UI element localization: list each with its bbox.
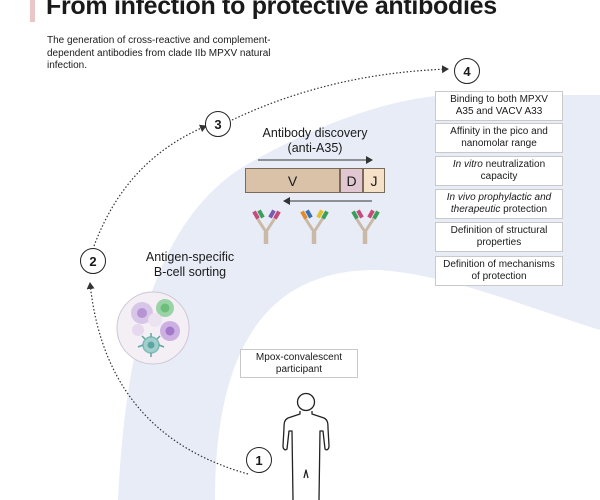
- convalescent-line2: participant: [275, 364, 323, 375]
- outcome-box-mechanisms: Definition of mechanisms of protection: [435, 256, 563, 286]
- step-2-badge: 2: [80, 248, 106, 274]
- person-icon: [282, 392, 330, 500]
- outcome-box-neutralization: In vitro neutralization capacity: [435, 156, 563, 186]
- outcome-protection-italic2: therapeutic: [450, 204, 501, 215]
- step-3-badge: 3: [205, 111, 231, 137]
- outcome-box-affinity: Affinity in the pico and nanomolar range: [435, 123, 563, 153]
- outcome-neutralization-line1: In vitro neutralization: [439, 159, 559, 171]
- b-cell-sorting-line1: Antigen-specific: [145, 250, 235, 264]
- outcome-mechanisms-line2: of protection: [471, 271, 527, 282]
- outcome-mechanisms-line1: Definition of mechanisms: [443, 259, 555, 270]
- outcome-neutralization-rest: neutralization: [482, 159, 546, 170]
- antibody-icon: [351, 209, 380, 244]
- antibody-discovery-line2: (anti-A35): [287, 141, 343, 155]
- outcome-box-binding: Binding to both MPXV A35 and VACV A33: [435, 91, 563, 121]
- convalescent-line1: Mpox-convalescent: [255, 352, 343, 363]
- outcome-protection-line1: In vivo prophylactic and: [439, 192, 559, 204]
- outcome-structural-line2: properties: [476, 237, 522, 248]
- title-accent-bar: [30, 0, 35, 22]
- outcome-protection-rest: protection: [500, 204, 548, 215]
- outcome-binding-line2: A35 and VACV A33: [455, 106, 543, 117]
- arrow-2-to-3: [93, 124, 207, 247]
- outcome-structural-line1: Definition of structural: [450, 225, 548, 236]
- cell-plate-icon: [116, 291, 190, 365]
- outcome-box-structural: Definition of structural properties: [435, 222, 563, 252]
- antibody-icon: [300, 209, 329, 244]
- outcome-protection-line2: therapeutic protection: [439, 204, 559, 216]
- page-subtitle: The generation of cross-reactive and com…: [47, 35, 271, 71]
- step-4-badge: 4: [454, 58, 480, 84]
- j-segment: J: [363, 168, 385, 193]
- antibody-discovery-label: Antibody discovery (anti-A35): [245, 126, 385, 156]
- d-segment: D: [340, 168, 363, 193]
- antibody-discovery-line1: Antibody discovery: [262, 126, 368, 140]
- outcome-neutralization-italic: In vitro: [452, 159, 483, 170]
- outcome-box-protection: In vivo prophylactic and therapeutic pro…: [435, 189, 563, 219]
- b-cell-sorting-label: Antigen-specific B-cell sorting: [130, 250, 250, 280]
- convalescent-participant-box: Mpox-convalescent participant: [240, 349, 358, 378]
- outcome-binding-line1: Binding to both MPXV: [450, 94, 548, 105]
- outcome-neutralization-line2: capacity: [480, 171, 518, 182]
- outcome-protection-italic1: In vivo prophylactic and: [446, 192, 552, 203]
- outcome-affinity-line2: nanomolar range: [461, 138, 537, 149]
- page-title: From infection to protective antibodies: [46, 0, 497, 20]
- v-segment: V: [245, 168, 340, 193]
- outcome-affinity-line1: Affinity in the pico and: [450, 126, 548, 137]
- antibody-icon: [252, 209, 281, 244]
- b-cell-sorting-line2: B-cell sorting: [153, 265, 227, 279]
- step-1-badge: 1: [246, 447, 272, 473]
